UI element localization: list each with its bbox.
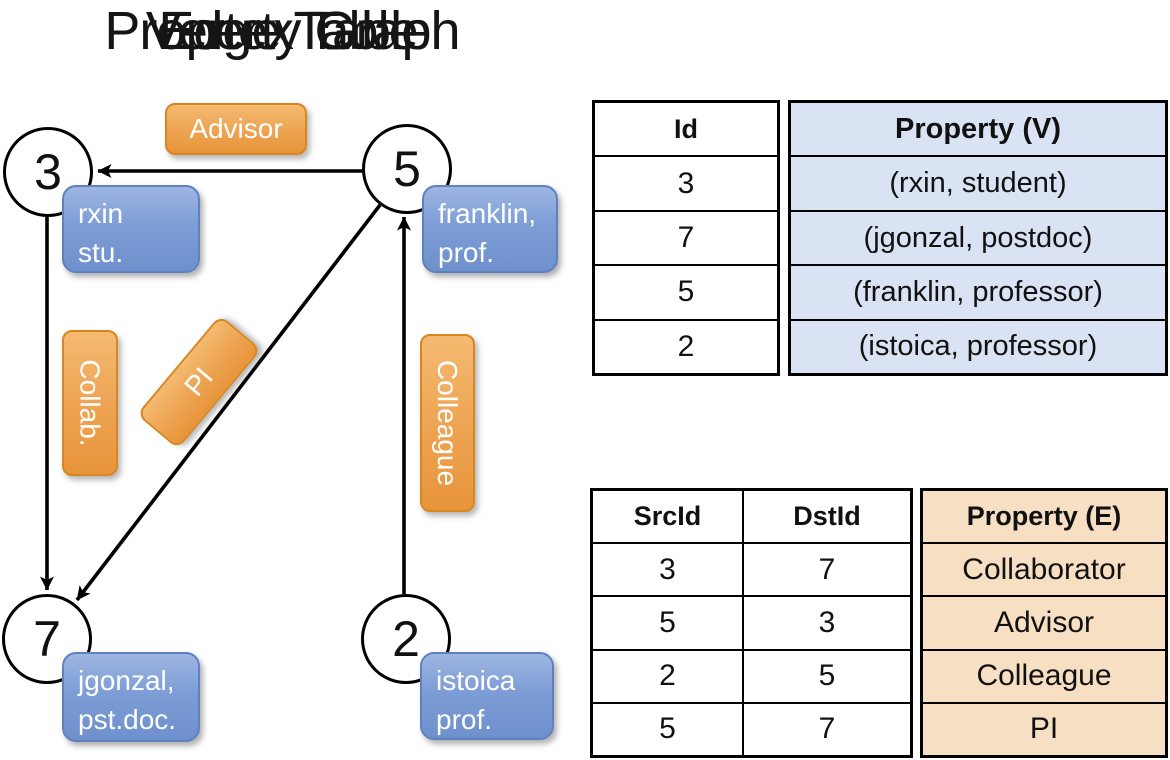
table-cell: 3: [742, 597, 910, 649]
table-cell: Colleague: [923, 648, 1165, 702]
table-cell: PI: [923, 701, 1165, 755]
vertex-table-property-header: Property (V): [895, 112, 1061, 145]
vertex-label-franklin-line2: prof.: [438, 236, 495, 268]
table-cell: (rxin, student): [791, 155, 1165, 209]
table-cell: 7: [742, 544, 910, 596]
edge-5-to-7: [75, 203, 382, 602]
vertex-table-id-column: Id 3 7 5 2: [592, 100, 780, 376]
table-cell: 3: [659, 552, 676, 586]
vertex-table-property-column: Property (V) (rxin, student) (jgonzal, p…: [788, 100, 1168, 376]
table-cell: Collaborator: [923, 542, 1165, 595]
edge-table-dstid-header: DstId: [742, 491, 910, 543]
table-cell: (franklin, professor): [791, 264, 1165, 318]
vertex-label-rxin: rxin stu.: [62, 185, 200, 273]
edge-label-advisor-text: Advisor: [189, 113, 283, 144]
table-cell: 5: [659, 606, 676, 639]
table-row: 3 7: [593, 542, 910, 596]
table-cell: 2: [595, 318, 777, 373]
vertex-label-istoica-line1: istoica: [436, 665, 516, 696]
table-cell: 7: [595, 209, 777, 264]
table-row: 5 3: [593, 595, 910, 649]
edge-table-title: Edge Table: [158, 1, 418, 61]
edge-label-colleague-text: Colleague: [432, 359, 464, 487]
edge-table-id-columns: SrcId DstId 3 7 5 3 2 5 5 7: [590, 488, 913, 758]
table-row: 5 7: [593, 701, 910, 756]
table-cell: 5: [595, 264, 777, 318]
vertex-label-jgonzal-line2: pst.doc.: [78, 703, 177, 735]
edge-table-property-column: Property (E) Collaborator Advisor Collea…: [920, 488, 1168, 758]
vertex-table-id-header: Id: [674, 113, 698, 144]
edge-table-id-header-row: SrcId DstId: [593, 491, 910, 543]
edge-label-advisor: Advisor: [165, 103, 307, 155]
table-cell: (istoica, professor): [791, 318, 1165, 373]
vertex-label-rxin-line2: stu.: [78, 236, 124, 268]
vertex-table-title: Vertex Table: [145, 1, 431, 61]
edge-label-pi-text: PI: [178, 361, 219, 402]
table-cell: 2: [659, 659, 676, 693]
graph-node-3: 3: [3, 127, 93, 217]
table-cell: 5: [742, 650, 910, 702]
graph-edges: [40, 164, 411, 602]
table-cell: 3: [595, 155, 777, 209]
table-cell: (jgonzal, postdoc): [791, 209, 1165, 264]
vertex-label-rxin-line1: rxin: [78, 198, 124, 229]
vertex-label-jgonzal-line1: jgonzal,: [78, 665, 175, 696]
vertex-label-franklin: franklin, prof.: [422, 185, 558, 273]
vertex-label-istoica-line2: prof.: [436, 703, 493, 735]
table-cell: Advisor: [923, 595, 1165, 648]
edge-label-collab-text: Collab.: [75, 359, 107, 447]
table-cell: 5: [659, 712, 676, 746]
vertex-label-istoica: istoica prof.: [420, 652, 554, 740]
vertex-label-jgonzal: jgonzal, pst.doc.: [62, 652, 200, 742]
edge-table-srcid-header: SrcId: [633, 501, 702, 532]
vertex-label-franklin-line1: franklin,: [438, 198, 537, 229]
edge-table-property-header: Property (E): [966, 501, 1122, 532]
property-graph-title: Property Graph: [104, 1, 460, 61]
edge-label-collab: Collab.: [62, 330, 118, 476]
table-cell: 7: [742, 703, 910, 756]
edge-label-colleague: Colleague: [420, 334, 475, 512]
table-row: 2 5: [593, 648, 910, 702]
